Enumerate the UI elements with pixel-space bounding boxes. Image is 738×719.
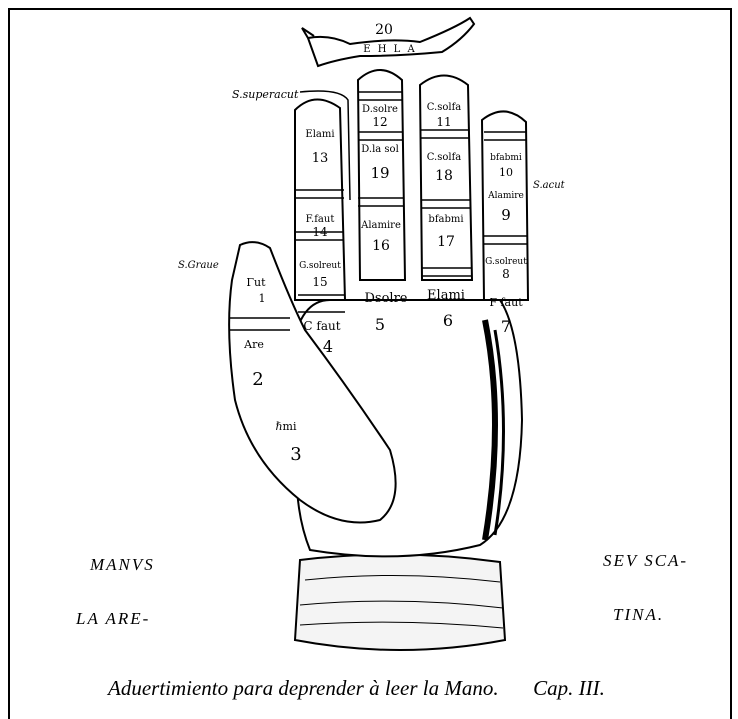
middle-label-5: Alamire [360,220,401,231]
ring-label-2: 11 [436,115,451,129]
little-label-8: 7 [501,317,511,336]
margin-left-line-1: MANVS [76,556,155,574]
ring-label-7: Elami [427,288,465,303]
middle-label-2: 12 [372,115,387,129]
little-label-5: G.solreut [485,257,527,267]
middle-label-4: 19 [370,164,389,182]
middle-label-1: D.solre [362,104,398,115]
caption: Aduertimiento para deprender à leer la M… [108,676,708,710]
little-label-7: F faut [489,296,523,309]
index-label-6: 15 [312,275,327,289]
banner-text: E H L A [363,44,416,55]
little-label-3: Alamire [487,191,524,201]
banner-number: 20 [375,22,393,38]
ring-label-6: 17 [437,234,455,250]
ring-label-8: 6 [443,311,453,330]
thumb-label-4: 2 [252,369,263,390]
margin-left-text: MANVS LA ARE- [76,520,155,646]
index-label-2: 13 [312,151,329,166]
index-label-1: Elami [305,129,334,140]
little-label-2: 10 [499,166,513,179]
ring-label-1: C.solfa [427,102,462,113]
index-label-5: G.solreut [299,261,341,271]
caption-chapter: Cap. III. [533,676,605,701]
margin-right-line-1: SEV SCA- [603,552,688,570]
index-label-3: F.faut [306,214,335,225]
margin-right-line-2: TINA. [603,606,688,624]
little-label-4: 9 [501,206,511,224]
margin-left-line-2: LA ARE- [76,610,155,628]
banner: 20 E H L A [302,18,474,66]
thumb-label-2: 1 [259,292,266,305]
little-label-6: 8 [502,267,510,281]
label-superacuta: S.superacut [232,88,299,101]
thumb-label-5: ℏmi [275,420,297,433]
little-label-1: bfabmi [490,153,522,163]
label-acuta: S.acut [533,180,566,191]
index-label-7: C faut [303,319,340,333]
index-label-8: 4 [323,337,333,356]
middle-label-7: Dsolre [365,291,408,306]
thumb-label-1: Γut [246,276,266,289]
margin-right-text: SEV SCA- TINA. [603,516,688,642]
caption-title: Aduertimiento para deprender à leer la M… [108,676,499,701]
middle-label-3: D.la sol [361,144,399,155]
middle-label-6: 16 [372,238,390,254]
index-label-4: 14 [312,225,328,239]
label-grave: S.Graue [178,260,219,271]
thumb-label-6: 3 [290,444,301,465]
wrist-cuff [295,554,505,650]
ring-label-4: 18 [435,168,453,184]
thumb-label-3: Are [243,338,264,351]
ring-label-5: bfabmi [428,214,463,225]
ring-label-3: C.solfa [427,152,462,163]
middle-label-8: 5 [375,315,385,334]
